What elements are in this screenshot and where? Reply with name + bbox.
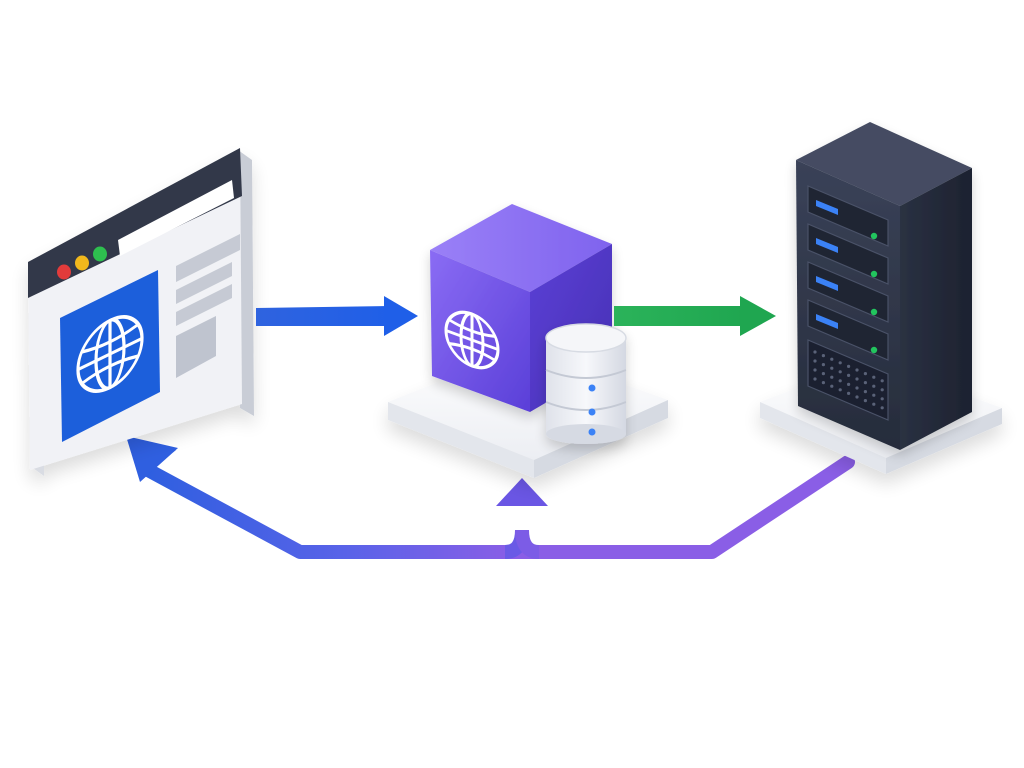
cube-front [430, 250, 530, 412]
db-led-1 [588, 384, 596, 392]
server-led-bar [816, 276, 838, 291]
window-minimize-dot [75, 255, 89, 271]
vent-hole [863, 381, 868, 385]
vent-hole [813, 377, 817, 381]
vent-hole [838, 370, 842, 374]
server-unit-1 [807, 185, 889, 247]
browser-address-bar [118, 180, 234, 256]
database-icon [545, 323, 627, 444]
server-status-led [870, 270, 878, 278]
vent-hole [863, 372, 868, 376]
vent-hole [821, 372, 826, 376]
vent-hole [847, 391, 851, 395]
server-unit-3 [807, 261, 889, 323]
vent-hole [855, 368, 859, 372]
vent-hole [880, 406, 884, 410]
node-origin-server [760, 122, 1002, 474]
vent-hole [863, 399, 868, 403]
vent-hole [838, 388, 842, 392]
server-side [900, 168, 972, 450]
node-browser [28, 148, 254, 476]
vent-hole [821, 354, 826, 358]
vent-hole [872, 384, 876, 388]
vent-hole [830, 375, 834, 379]
vent-hole [880, 388, 884, 392]
server-led-bar [816, 238, 838, 253]
db-led-3 [588, 428, 596, 436]
edge-browser-to-proxy [256, 296, 418, 336]
server-status-led [870, 232, 878, 240]
arrowhead-to-proxy [496, 478, 548, 506]
vent-hole [821, 381, 826, 385]
content-block [176, 316, 216, 378]
cube-top [430, 204, 612, 292]
vent-hole [847, 364, 851, 368]
edge-proxy-to-origin [614, 296, 776, 336]
arrowhead-to-proxy-blue [384, 296, 418, 336]
server-vent-grille [807, 339, 889, 421]
server-status-led [870, 346, 878, 354]
vent-hole [855, 386, 859, 390]
vent-hole [838, 379, 842, 383]
vent-hole [863, 390, 868, 394]
vent-hole [880, 397, 884, 401]
vent-hole [880, 379, 884, 383]
vent-hole [847, 373, 851, 377]
globe-icon [444, 310, 500, 370]
vent-hole [872, 375, 876, 379]
vent-hole [830, 384, 834, 388]
vent-hole [813, 368, 817, 372]
arrowhead-to-origin [740, 296, 776, 336]
content-line-3 [176, 284, 232, 326]
db-led-2 [588, 408, 596, 416]
server-top [796, 122, 972, 206]
globe-icon [76, 315, 144, 393]
server-led-bar [816, 314, 838, 329]
vent-hole [847, 382, 851, 386]
server-status-led [870, 308, 878, 316]
vent-hole [872, 402, 876, 406]
content-line-1 [176, 234, 240, 282]
vent-hole [813, 359, 817, 363]
vent-hole [830, 357, 834, 361]
edge-proxy-to-browser [126, 436, 522, 559]
window-close-dot [57, 264, 71, 280]
server-unit-2 [807, 223, 889, 285]
node-proxy [388, 204, 668, 478]
vent-hole [838, 361, 842, 365]
vent-hole [821, 363, 826, 367]
edge-origin-to-proxy [496, 455, 855, 567]
vent-hole [855, 395, 859, 399]
server-unit-4 [807, 299, 889, 361]
vent-hole [813, 350, 817, 354]
vent-hole [872, 393, 876, 397]
vent-hole [855, 377, 859, 381]
window-maximize-dot [93, 246, 107, 262]
server-led-bar [816, 200, 838, 215]
vent-hole [830, 366, 834, 370]
content-line-2 [176, 262, 232, 304]
